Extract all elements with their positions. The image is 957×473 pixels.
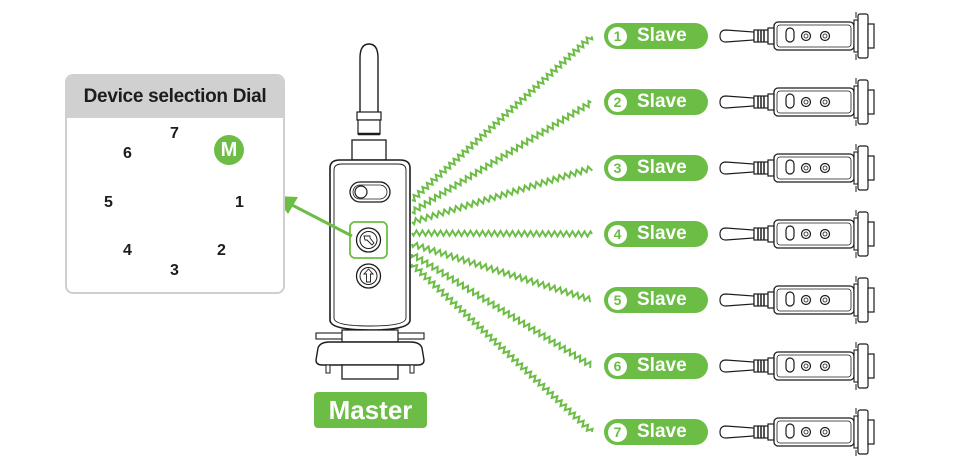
dial-position-1: 1 — [235, 194, 244, 211]
slave-label-text: Slave — [637, 289, 687, 310]
slave-devices — [719, 11, 875, 457]
slave-number-badge: 3 — [608, 158, 627, 178]
slave-label-text: Slave — [637, 91, 687, 112]
slave-number-badge: 4 — [608, 224, 627, 244]
dial-position-7: 7 — [170, 125, 179, 142]
dial-position-3: 3 — [170, 262, 179, 279]
slave-number-badge: 7 — [608, 422, 627, 442]
slave-number-badge: 5 — [608, 290, 627, 310]
dial-position-4: 4 — [123, 242, 132, 259]
slave-number-badge: 2 — [608, 92, 627, 112]
panel-title: Device selection Dial — [67, 76, 283, 118]
slave-label-5: 5 Slave — [604, 287, 708, 313]
slave-label-1: 1 Slave — [604, 23, 708, 49]
slave-label-text: Slave — [637, 223, 687, 244]
slave-number-badge: 1 — [608, 26, 627, 46]
slave-label-7: 7 Slave — [604, 419, 708, 445]
master-label: Master — [314, 392, 427, 428]
slave-label-4: 4 Slave — [604, 221, 708, 247]
slave-label-text: Slave — [637, 355, 687, 376]
master-mode-badge: M — [214, 135, 244, 165]
dial-position-5: 5 — [104, 194, 113, 211]
slave-label-text: Slave — [637, 421, 687, 442]
master-device — [315, 43, 425, 380]
signal-waves — [409, 36, 594, 433]
slave-label-text: Slave — [637, 25, 687, 46]
slave-number-badge: 6 — [608, 356, 627, 376]
slave-label-2: 2 Slave — [604, 89, 708, 115]
slave-label-text: Slave — [637, 157, 687, 178]
slave-label-3: 3 Slave — [604, 155, 708, 181]
dial-position-6: 6 — [123, 145, 132, 162]
slave-label-6: 6 Slave — [604, 353, 708, 379]
device-selection-dial-panel: Device selection Dial — [65, 74, 285, 294]
dial-position-2: 2 — [217, 242, 226, 259]
